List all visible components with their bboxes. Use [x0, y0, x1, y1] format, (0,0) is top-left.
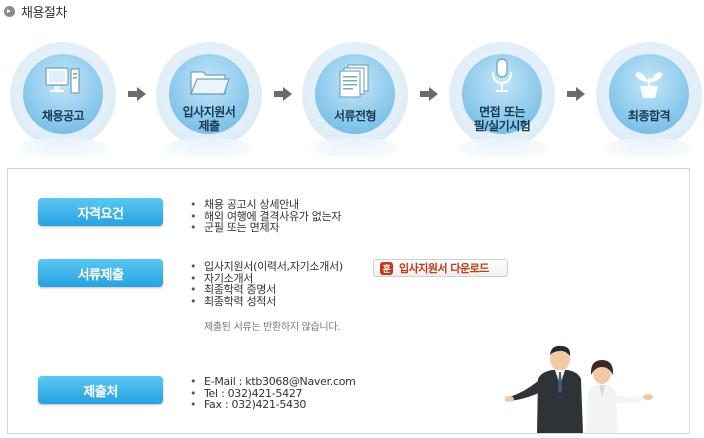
download-badge-icon: 훈 — [380, 261, 393, 275]
list-item: Fax : 032)421-5430 — [190, 399, 356, 411]
business-people-image — [505, 345, 653, 433]
contact-list: E-Mail : ktb3068@Naver.com Tel : 032)421… — [190, 376, 356, 411]
list-item: E-Mail : ktb3068@Naver.com — [190, 376, 356, 388]
hiring-process-flow: 채용공고 입사지원서 제출 — [0, 42, 704, 160]
arrow-right-icon — [128, 87, 146, 101]
arrow-right-icon — [567, 87, 585, 101]
step-job-posting: 채용공고 — [10, 42, 116, 160]
folder-icon — [156, 62, 262, 102]
computer-icon — [10, 62, 116, 102]
step-label-line: 면접 또는 — [479, 105, 525, 119]
step-document-screening: 서류전형 — [302, 42, 408, 160]
qualification-tab: 자격요건 — [38, 198, 163, 226]
qualification-list: 채용 공고시 상세안내 해외 여행에 결격사유가 없는자 군필 또는 면제자 — [190, 199, 342, 234]
list-item: 채용 공고시 상세안내 — [190, 199, 341, 211]
bullet-arrow-icon — [4, 5, 15, 17]
list-item: 최종학력 성적서 — [190, 295, 343, 308]
step-label: 입사지원서 제출 — [156, 105, 262, 133]
step-final-pass: 최종합격 — [596, 42, 702, 160]
step-label-line: 제출 — [198, 119, 220, 133]
download-label: 입사지원서 다운로드 — [399, 262, 489, 275]
step-reflection — [310, 138, 400, 158]
arrow-right-icon — [420, 87, 438, 101]
documents-tab: 서류제출 — [38, 259, 163, 287]
application-download-button[interactable]: 훈 입사지원서 다운로드 — [373, 259, 508, 277]
list-item: 입사지원서(이력서,자기소개서) — [190, 261, 343, 273]
step-reflection — [457, 138, 547, 158]
document-icon — [302, 62, 408, 102]
list-item: 군필 또는 면제자 — [190, 222, 341, 234]
step-application-submit: 입사지원서 제출 — [156, 42, 262, 160]
page-title: 채용절차 — [21, 5, 67, 21]
step-reflection — [604, 138, 694, 158]
documents-note: 제출된 서류는 반환하지 않습니다. — [204, 322, 341, 333]
step-reflection — [18, 138, 108, 158]
step-interview-exam: 면접 또는 필/실기시험 — [449, 42, 555, 160]
arrow-right-icon — [274, 87, 292, 101]
step-label: 서류전형 — [333, 109, 377, 123]
list-item: 해외 여행에 결격사유가 없는자 — [190, 210, 342, 223]
list-item: 자기소개서 — [190, 272, 343, 285]
list-item: Tel : 032)421-5427 — [190, 387, 356, 400]
list-item: 최종학력 증명서 — [190, 284, 343, 296]
step-label: 면접 또는 필/실기시험 — [449, 105, 555, 133]
microphone-icon — [449, 56, 555, 96]
step-label-line: 입사지원서 — [182, 105, 236, 119]
page-title-row: 채용절차 — [4, 2, 67, 21]
step-circle — [23, 54, 103, 134]
step-label: 최종합격 — [627, 109, 671, 123]
contact-tab: 제출처 — [38, 376, 163, 404]
step-label-line: 필/실기시험 — [473, 119, 531, 133]
step-label: 채용공고 — [41, 109, 85, 123]
documents-list: 입사지원서(이력서,자기소개서) 자기소개서 최종학력 증명서 최종학력 성적서 — [190, 261, 343, 307]
step-reflection — [164, 138, 254, 158]
plant-icon — [596, 62, 702, 102]
